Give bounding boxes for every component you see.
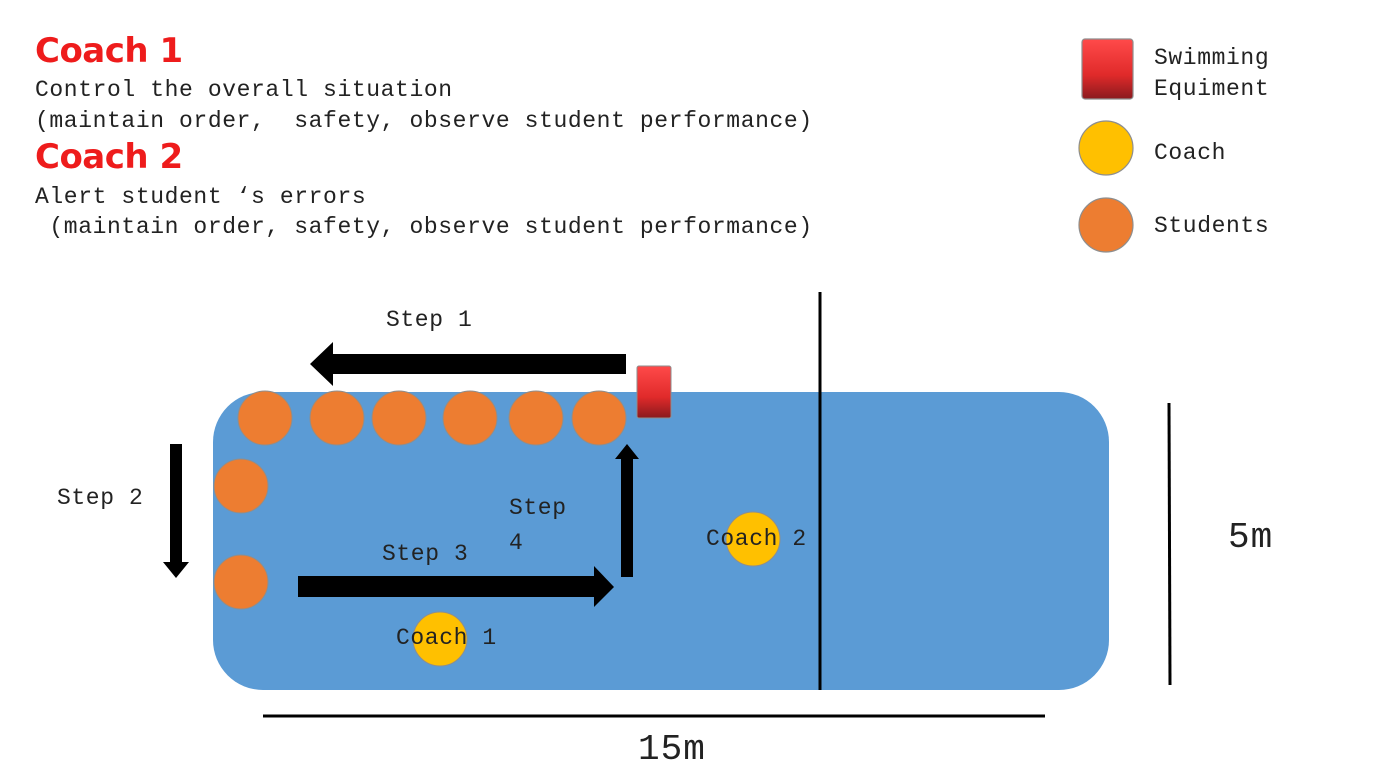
coach1-duty: Control the overall situation <box>35 77 453 103</box>
step4-label-number: 4 <box>509 530 524 556</box>
legend-students-label: Students <box>1154 213 1270 239</box>
coach1-title: Coach 1 <box>35 31 183 71</box>
coach1-details: (maintain order, safety, observe student… <box>35 108 813 134</box>
student <box>237 390 293 446</box>
student <box>571 390 627 446</box>
student <box>442 390 498 446</box>
legend-coach-label: Coach <box>1154 140 1227 166</box>
height-label: 5m <box>1228 517 1274 558</box>
step3-arrow <box>298 566 614 607</box>
coach2-label: Coach 2 <box>706 526 807 552</box>
student <box>371 390 427 446</box>
step1-arrow <box>310 342 626 386</box>
student <box>213 554 269 610</box>
student <box>213 458 269 514</box>
coach2-duty: Alert student ‘s errors <box>35 184 367 210</box>
step2-label: Step 2 <box>57 485 144 511</box>
step4-arrow <box>615 444 639 577</box>
swimming-equipment <box>636 365 672 419</box>
coach1-label: Coach 1 <box>396 625 497 651</box>
coach-1-marker <box>412 611 468 667</box>
student <box>508 390 564 446</box>
coach2-title: Coach 2 <box>35 137 183 177</box>
step1-label: Step 1 <box>386 307 473 333</box>
width-label: 15m <box>638 729 706 770</box>
legend-coach-icon <box>1078 120 1134 176</box>
step2-arrow <box>163 444 189 578</box>
coach-2-marker <box>725 511 781 567</box>
step4-label: Step <box>509 495 567 521</box>
height-dimension-line <box>1167 402 1172 686</box>
step3-label: Step 3 <box>382 541 469 567</box>
legend-equipment-icon <box>1081 38 1134 100</box>
student <box>309 390 365 446</box>
coach2-details: (maintain order, safety, observe student… <box>35 214 813 240</box>
legend-student-icon <box>1078 197 1134 253</box>
